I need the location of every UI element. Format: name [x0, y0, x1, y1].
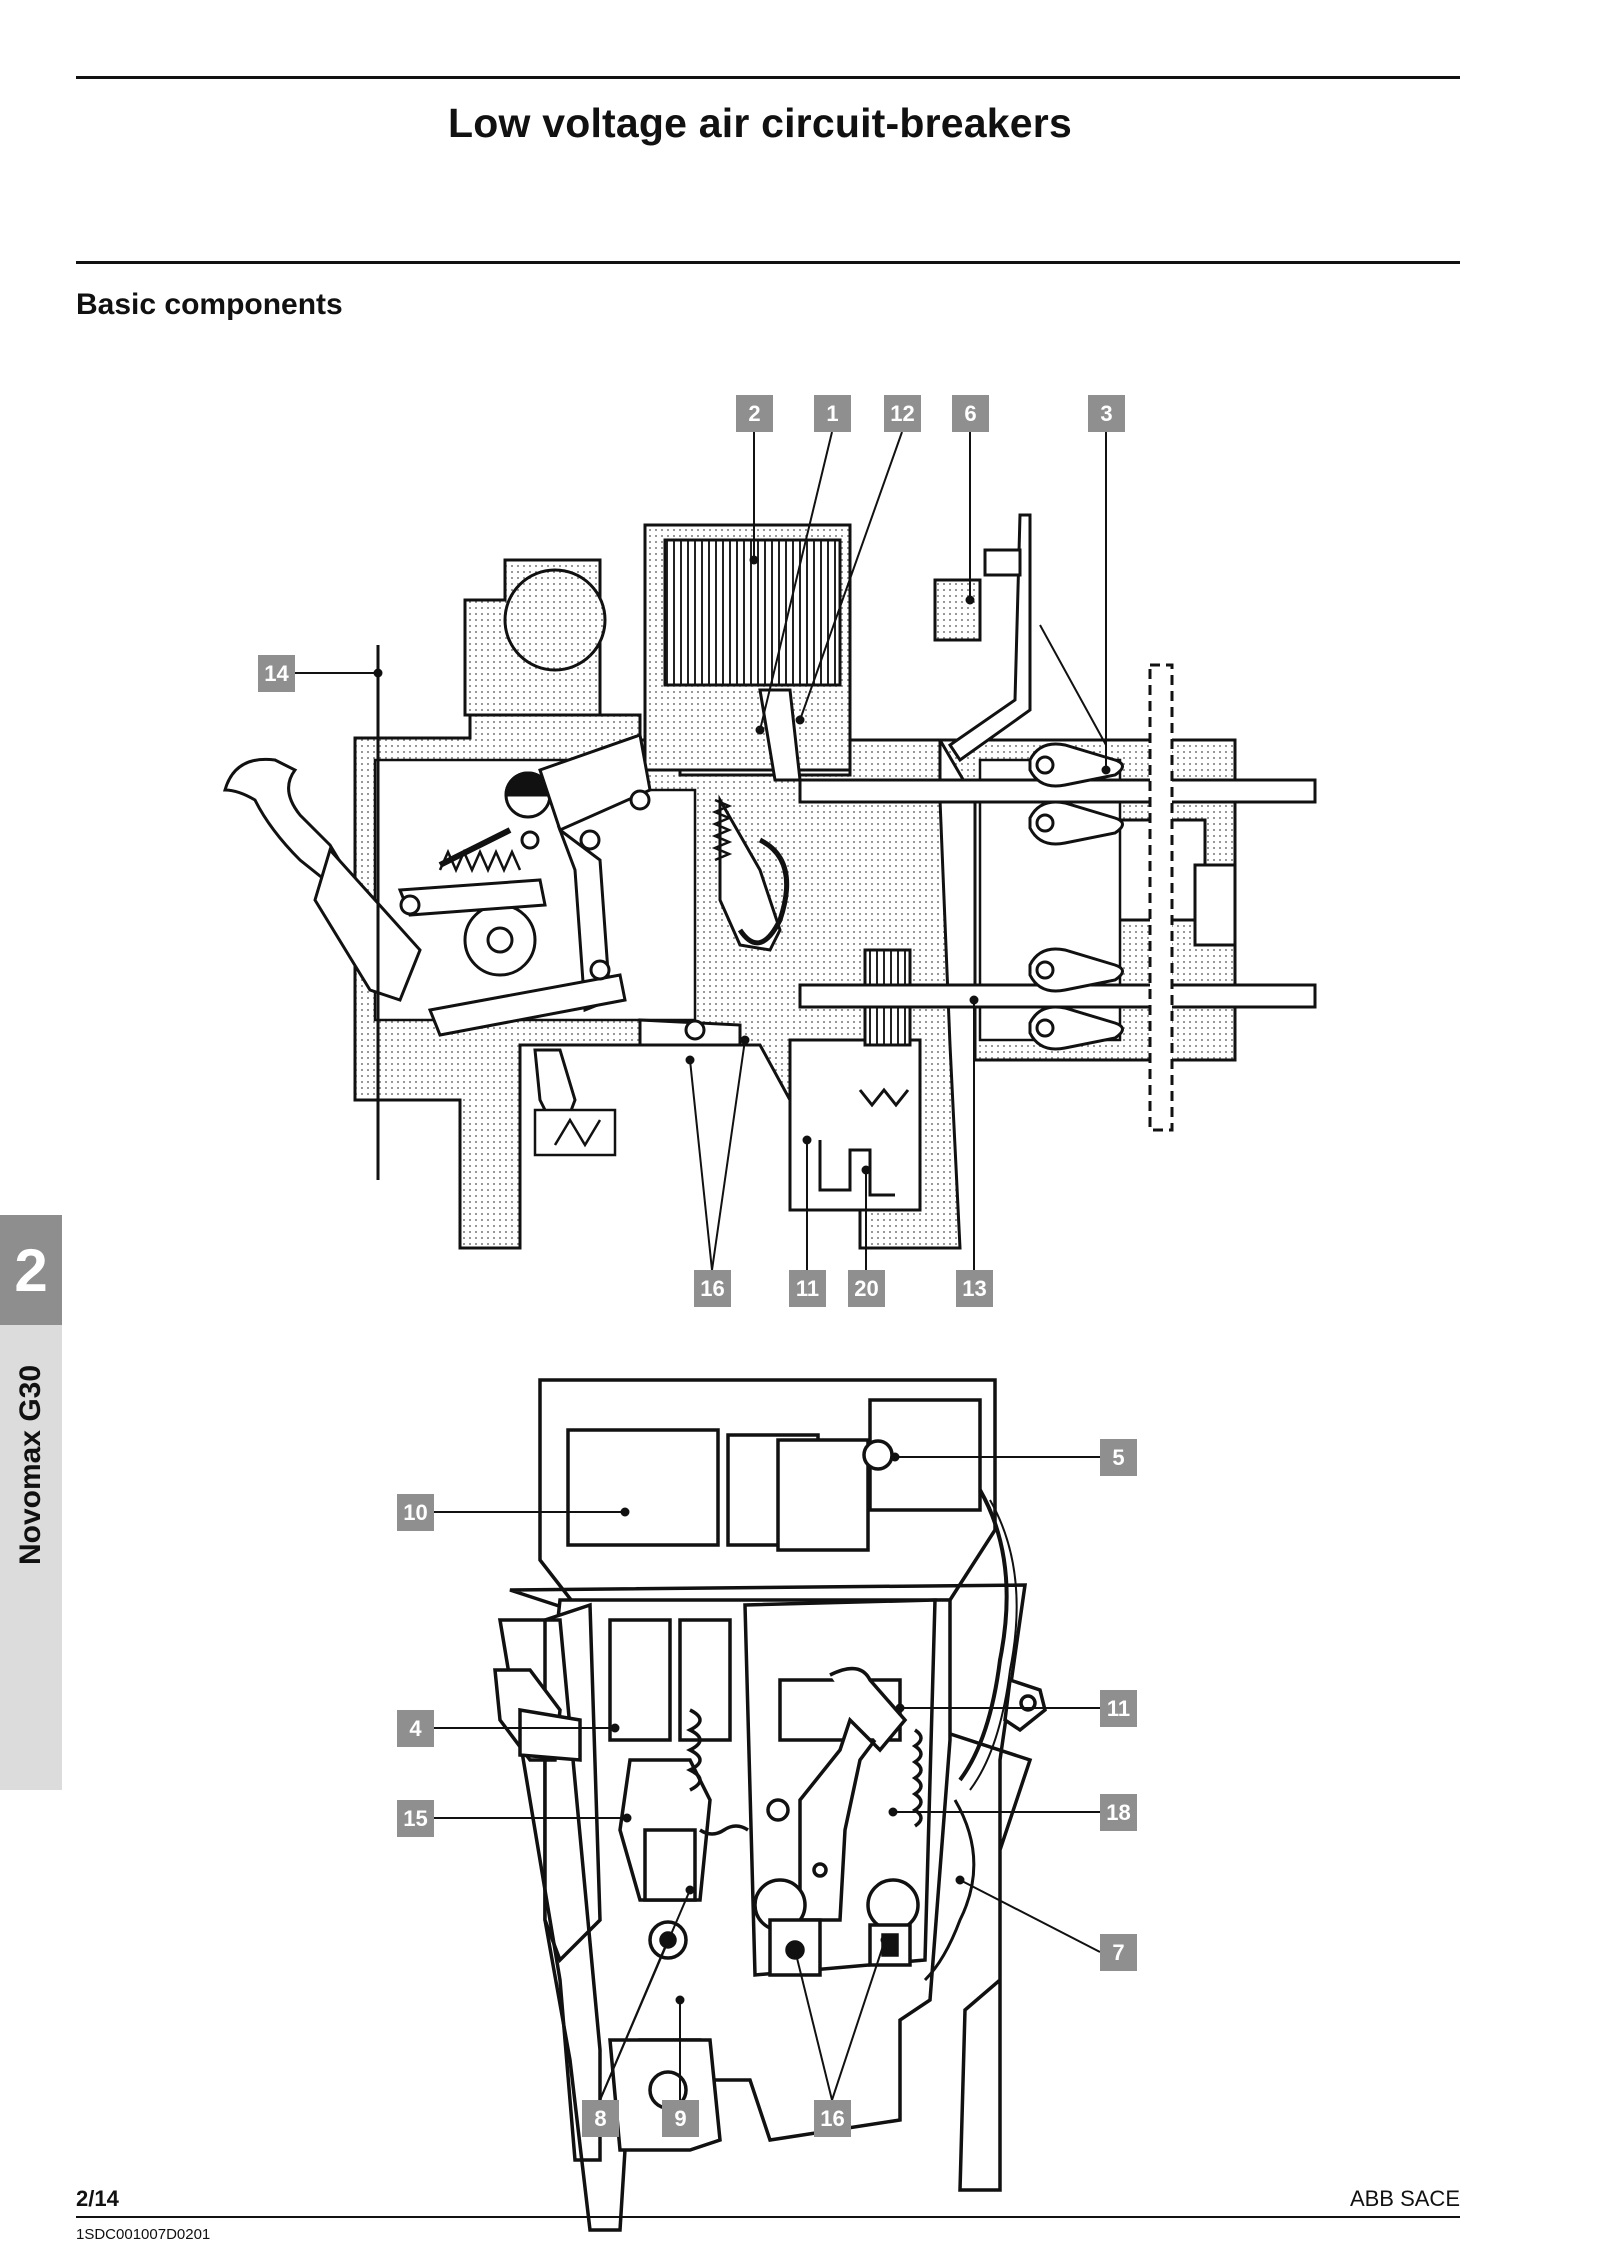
page-number: 2/14 [76, 2186, 119, 2211]
callout-12: 12 [884, 395, 921, 432]
callout-4: 4 [397, 1710, 434, 1747]
callout-9: 9 [662, 2100, 699, 2137]
callout-11-top: 11 [789, 1270, 826, 1307]
callout-6: 6 [952, 395, 989, 432]
top-rule [76, 76, 1460, 79]
callout-16-top: 16 [694, 1270, 731, 1307]
callout-2: 2 [736, 395, 773, 432]
isometric-drawing [434, 1378, 1101, 2232]
callout-1: 1 [814, 395, 851, 432]
callout-7: 7 [1100, 1934, 1137, 1971]
callout-5: 5 [1100, 1439, 1137, 1476]
footer-rule [76, 2216, 1460, 2218]
callout-16-bottom: 16 [814, 2100, 851, 2137]
cross-section-drawing [223, 431, 1317, 1271]
callout-18: 18 [1100, 1794, 1137, 1831]
document-code: 1SDC001007D0201 [76, 2226, 211, 2243]
callout-20: 20 [848, 1270, 885, 1307]
callout-3: 3 [1088, 395, 1125, 432]
callout-14: 14 [258, 655, 295, 692]
callout-11-bottom: 11 [1100, 1690, 1137, 1727]
callout-15: 15 [397, 1800, 434, 1837]
section-rule [76, 261, 1460, 264]
chapter-number: 2 [0, 1215, 62, 1325]
callout-13: 13 [956, 1270, 993, 1307]
section-title: Basic components [76, 288, 343, 321]
callout-8: 8 [582, 2100, 619, 2137]
page-title: Low voltage air circuit-breakers [448, 100, 1072, 146]
brand-name: ABB SACE [1349, 2186, 1460, 2211]
callout-10: 10 [397, 1494, 434, 1531]
